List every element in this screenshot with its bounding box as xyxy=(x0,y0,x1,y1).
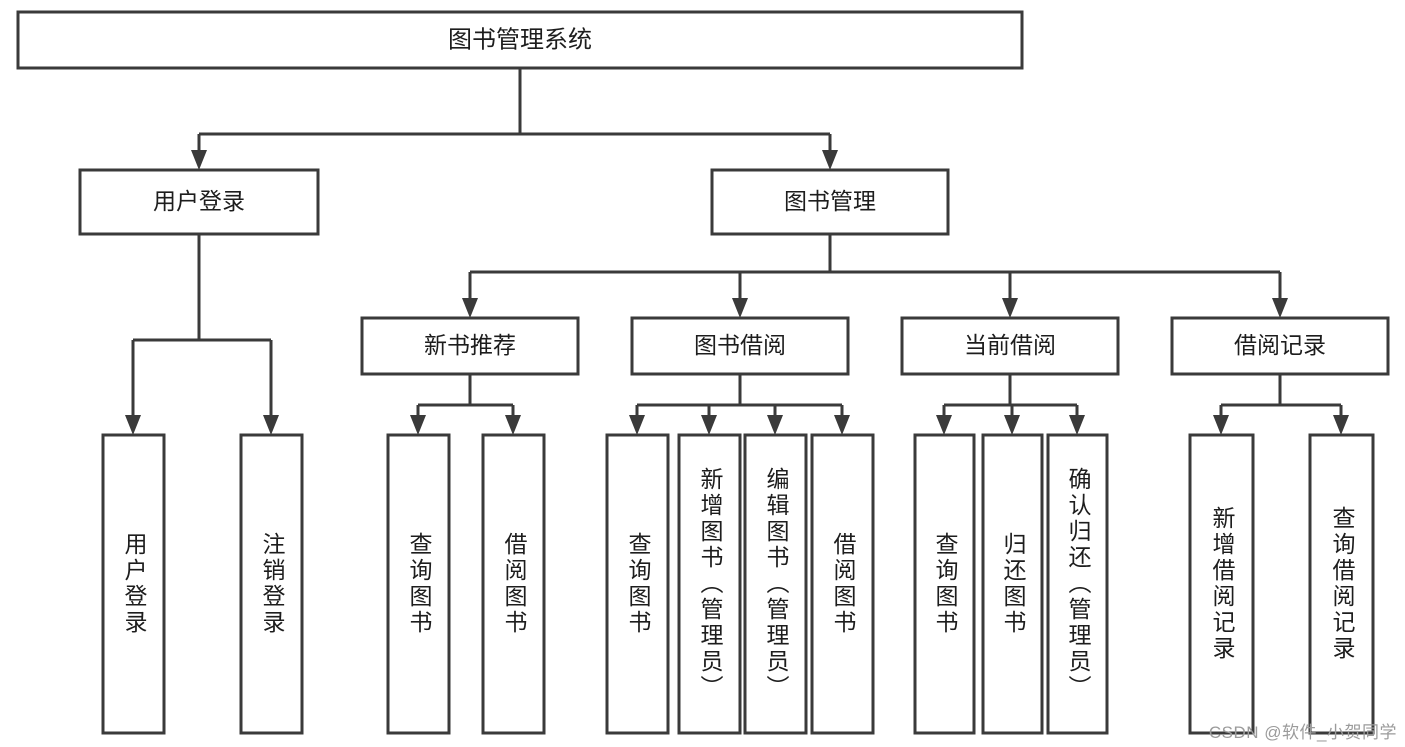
node-box-current-borrow[interactable] xyxy=(900,316,1120,376)
arrow-borrow-leaf-3 xyxy=(767,415,783,435)
arrow-userlogin-leaf-1 xyxy=(125,415,141,435)
node-box-leaf-return-books[interactable] xyxy=(981,433,1044,735)
node-label-current-borrow: 当前借阅 xyxy=(964,332,1056,358)
node-box-leaf-confirm-return-admin[interactable] xyxy=(1046,433,1109,735)
node-label-root: 图书管理系统 xyxy=(448,26,592,53)
arrow-root-to-book-mgmt xyxy=(822,150,838,170)
node-box-borrow-records[interactable] xyxy=(1170,316,1390,376)
node-box-leaf-query-books-current[interactable] xyxy=(913,433,976,735)
node-box-leaf-user-login[interactable] xyxy=(101,433,166,735)
node-label-book-borrow: 图书借阅 xyxy=(694,332,786,358)
arrow-bookmgmt-child-3 xyxy=(1002,298,1018,318)
node-box-book-borrow[interactable] xyxy=(630,316,850,376)
node-box-leaf-borrow-books[interactable] xyxy=(810,433,875,735)
node-box-new-book-recommend[interactable] xyxy=(360,316,580,376)
node-box-book-management[interactable] xyxy=(710,168,950,236)
arrow-records-leaf-2 xyxy=(1333,415,1349,435)
arrow-current-leaf-2 xyxy=(1004,415,1020,435)
node-box-root[interactable] xyxy=(16,10,1024,70)
node-box-leaf-borrow-books-newbook[interactable] xyxy=(481,433,546,735)
node-box-leaf-query-books-borrow[interactable] xyxy=(605,433,670,735)
arrow-current-leaf-1 xyxy=(936,415,952,435)
node-box-leaf-query-books-newbook[interactable] xyxy=(386,433,451,735)
node-box-leaf-edit-book-admin[interactable] xyxy=(743,433,808,735)
arrow-newbook-leaf-2 xyxy=(505,415,521,435)
node-label-borrow-records: 借阅记录 xyxy=(1234,332,1326,358)
arrow-userlogin-leaf-2 xyxy=(263,415,279,435)
arrow-bookmgmt-child-4 xyxy=(1272,298,1288,318)
node-box-leaf-logout[interactable] xyxy=(239,433,304,735)
arrow-bookmgmt-child-2 xyxy=(732,298,748,318)
connectors-layer xyxy=(125,68,1349,435)
arrow-borrow-leaf-1 xyxy=(629,415,645,435)
arrow-borrow-leaf-4 xyxy=(834,415,850,435)
node-label-book-management: 图书管理 xyxy=(784,188,876,214)
nodes-layer: 图书管理系统 用户登录 图书管理 新书推荐 图书借阅 当前借阅 借阅记录 xyxy=(16,10,1390,735)
arrow-bookmgmt-child-1 xyxy=(462,298,478,318)
arrow-current-leaf-3 xyxy=(1069,415,1085,435)
node-box-leaf-add-borrow-record[interactable] xyxy=(1188,433,1255,735)
node-box-user-login[interactable] xyxy=(78,168,320,236)
arrow-borrow-leaf-2 xyxy=(701,415,717,435)
node-box-leaf-add-book-admin[interactable] xyxy=(677,433,742,735)
arrow-newbook-leaf-1 xyxy=(410,415,426,435)
csdn-watermark: CSDN @软件_小贺同学 xyxy=(1208,723,1397,742)
arrow-root-to-user-login xyxy=(191,150,207,170)
node-label-new-book-recommend: 新书推荐 xyxy=(424,332,516,358)
node-label-user-login: 用户登录 xyxy=(153,188,245,214)
arrow-records-leaf-1 xyxy=(1213,415,1229,435)
node-box-leaf-query-borrow-record[interactable] xyxy=(1308,433,1375,735)
